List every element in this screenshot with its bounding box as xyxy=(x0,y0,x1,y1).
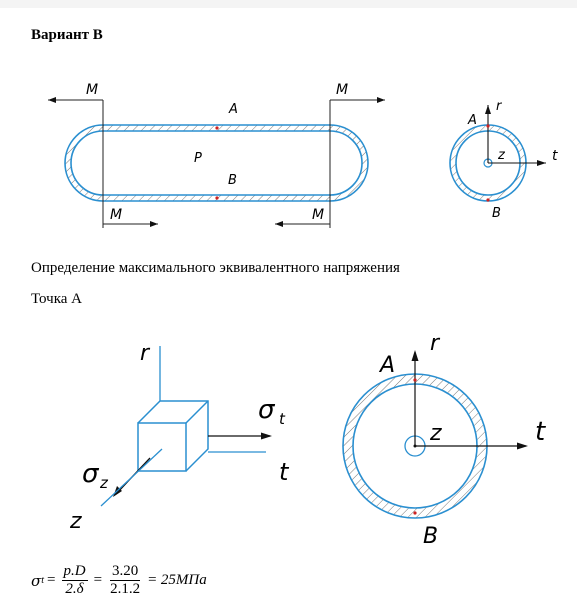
formula-result: = 25МПа xyxy=(147,572,207,588)
moment-label-br: M xyxy=(312,207,324,223)
fraction-symbolic: p.D 2.δ xyxy=(61,563,88,598)
top-bar xyxy=(0,0,577,8)
moment-label-tr: M xyxy=(336,82,348,98)
axis-r-label-small: r xyxy=(496,99,503,114)
section-point-b: B xyxy=(423,524,438,549)
point-title: Точка А xyxy=(31,291,82,307)
point-b-label: B xyxy=(228,173,237,188)
variant-heading: Вариант В xyxy=(31,27,103,43)
fraction-1-denominator: 2.δ xyxy=(65,581,84,597)
sigma-t-subscript: t xyxy=(279,410,286,428)
element-axis-z: z xyxy=(69,509,82,534)
vessel-figure: M M M M A P B xyxy=(48,82,385,228)
sigma-z-subscript: z xyxy=(99,474,109,492)
axis-z-label-small: z xyxy=(497,148,506,163)
point-b-label-small: B xyxy=(492,206,501,221)
point-a-label: A xyxy=(228,102,238,117)
element-axis-t: t xyxy=(279,458,290,486)
formula-lhs: σ xyxy=(31,571,42,590)
element-axis-r: r xyxy=(140,341,151,366)
section-point-a: A xyxy=(378,353,395,378)
cross-section-large: r A z t B xyxy=(342,331,546,549)
fraction-2-numerator: 3.20 xyxy=(109,563,141,581)
fraction-numeric: 3.20 2.1.2 xyxy=(108,563,142,598)
sigma-t-label: σ xyxy=(258,395,276,425)
axis-t-label-small: t xyxy=(552,148,558,164)
point-a-label-small: A xyxy=(467,113,477,128)
stress-element-figure: r σ t t σ z z xyxy=(69,341,290,534)
cross-section-small: r A z t B xyxy=(449,99,558,221)
moment-label-bl: M xyxy=(110,207,122,223)
pressure-label: P xyxy=(194,151,202,166)
fraction-1-numerator: p.D xyxy=(61,563,88,581)
section-axis-r: r xyxy=(430,331,441,356)
fraction-2-denominator: 2.1.2 xyxy=(110,581,141,597)
vessel-inner-wall xyxy=(70,130,363,196)
moment-label-tl: M xyxy=(86,82,98,98)
section-axis-t: t xyxy=(535,417,546,447)
formula-lhs-sub: t xyxy=(41,575,45,586)
section-title: Определение максимального эквивалентного… xyxy=(31,260,400,276)
sigma-z-label: σ xyxy=(82,459,100,489)
section-axis-z: z xyxy=(429,421,442,446)
